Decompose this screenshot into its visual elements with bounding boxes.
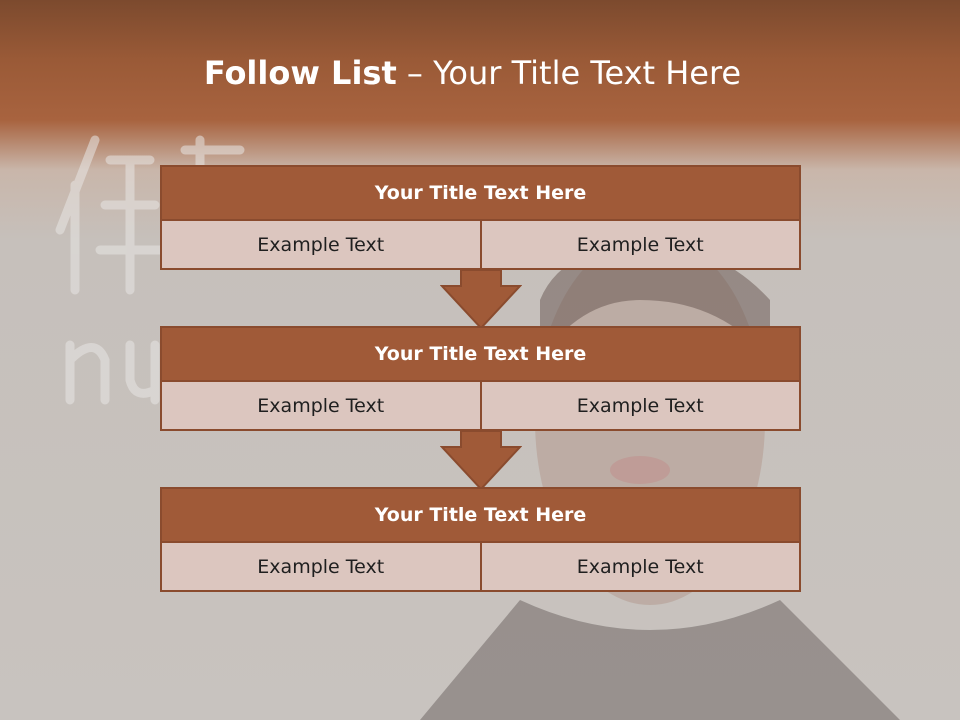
example-text-left: Example Text: [257, 233, 385, 256]
block-row: Example Text Example Text: [160, 382, 801, 431]
slide-title: Follow List – Your Title Text Here: [0, 54, 945, 92]
block-row: Example Text Example Text: [160, 543, 801, 592]
block-title: Your Title Text Here: [160, 326, 801, 382]
title-bold: Follow List: [203, 54, 397, 92]
example-text-left: Example Text: [257, 555, 385, 578]
list-block-1: Your Title Text Here Example Text Exampl…: [160, 165, 801, 270]
example-text-left: Example Text: [257, 394, 385, 417]
title-rest: – Your Title Text Here: [406, 54, 742, 92]
example-text-right: Example Text: [479, 221, 800, 268]
example-text-right: Example Text: [479, 543, 800, 590]
down-arrow-icon: [440, 270, 522, 330]
block-title: Your Title Text Here: [160, 487, 801, 543]
list-block-3: Your Title Text Here Example Text Exampl…: [160, 487, 801, 592]
block-title: Your Title Text Here: [160, 165, 801, 221]
down-arrow-icon: [440, 431, 522, 491]
block-row: Example Text Example Text: [160, 221, 801, 270]
example-text-right: Example Text: [479, 382, 800, 429]
list-block-2: Your Title Text Here Example Text Exampl…: [160, 326, 801, 431]
